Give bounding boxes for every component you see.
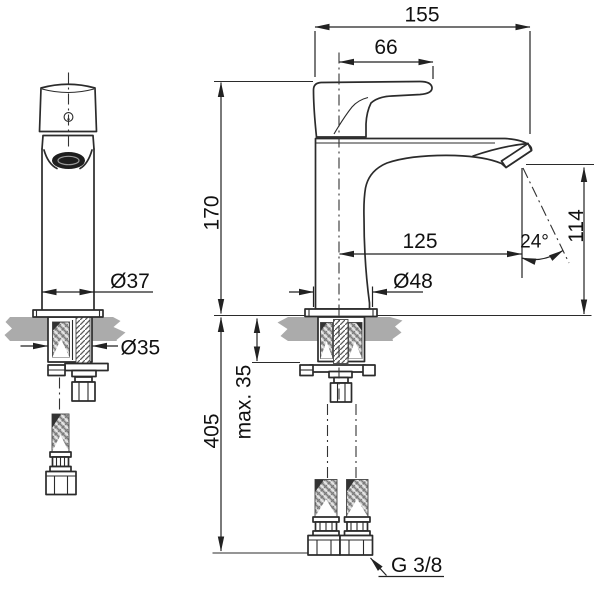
dim-handle-length-label: 66: [374, 36, 397, 59]
dim-spout-reach-label: 125: [402, 230, 437, 253]
spout-bowl: [43, 149, 93, 170]
threaded-rod-side: [333, 319, 349, 364]
faucet-front-outline: [38, 83, 98, 311]
threaded-rod: [75, 316, 91, 364]
hose-nut: [339, 534, 374, 556]
dim-front-diameter-label: Ø37: [110, 270, 150, 293]
aerator: [52, 152, 85, 169]
supply-hose: [45, 413, 77, 496]
front-view: [4, 83, 126, 496]
hose-nut: [45, 470, 77, 496]
water-stream-axis: [522, 167, 570, 264]
mounting-nut: [71, 376, 96, 402]
supply-hose-left: [307, 479, 341, 556]
braid-cutout-left: [320, 341, 333, 359]
dim-spout-angle-label: 24°: [520, 232, 549, 253]
angle-arc-24: [521, 249, 564, 265]
braid-cutout-right: [348, 341, 362, 359]
leader-line-thread: [370, 557, 387, 576]
handle-base-contour: [333, 96, 369, 135]
base-flange-side: [304, 308, 378, 318]
mounting-bracket: [47, 362, 109, 378]
mounting-nut-side: [329, 376, 353, 403]
dim-total-width-label: 155: [404, 4, 439, 27]
spout-outlet-face: [500, 142, 533, 169]
column-edges: [41, 148, 95, 311]
braid-shadow-left: [320, 322, 327, 331]
lever-handle: [312, 80, 433, 138]
braid-shadow-right: [356, 322, 362, 331]
connection-thread-label: G 3/8: [391, 554, 442, 577]
aerator-ring: [57, 155, 80, 166]
base-flange-front: [32, 309, 104, 318]
spout-head-contour: [472, 142, 529, 157]
mounting-bracket-side: [299, 364, 376, 379]
dim-max-thickness-label: max. 35: [233, 365, 256, 440]
side-view: [277, 80, 533, 556]
braid-cutout: [52, 339, 70, 357]
dim-base-diameter-label: Ø48: [393, 270, 433, 293]
handle-front: [38, 83, 98, 133]
dim-outlet-height-label: 114: [565, 209, 588, 243]
dim-height-label: 170: [201, 195, 224, 230]
supply-hose-right: [339, 479, 374, 556]
dimensions: 155 66 170 405 max. 35 125 114 24° Ø48: [20, 4, 594, 578]
braid-shadow: [52, 322, 61, 331]
handle-rim-line: [41, 88, 95, 94]
dim-hole-diameter-label: Ø35: [121, 337, 161, 360]
extension-lines-155: [314, 31, 531, 134]
hose-nut: [307, 534, 341, 556]
faucet-side-outline: [312, 80, 533, 310]
dim-hose-length-label: 405: [201, 413, 224, 448]
centerlines: [58, 52, 570, 478]
